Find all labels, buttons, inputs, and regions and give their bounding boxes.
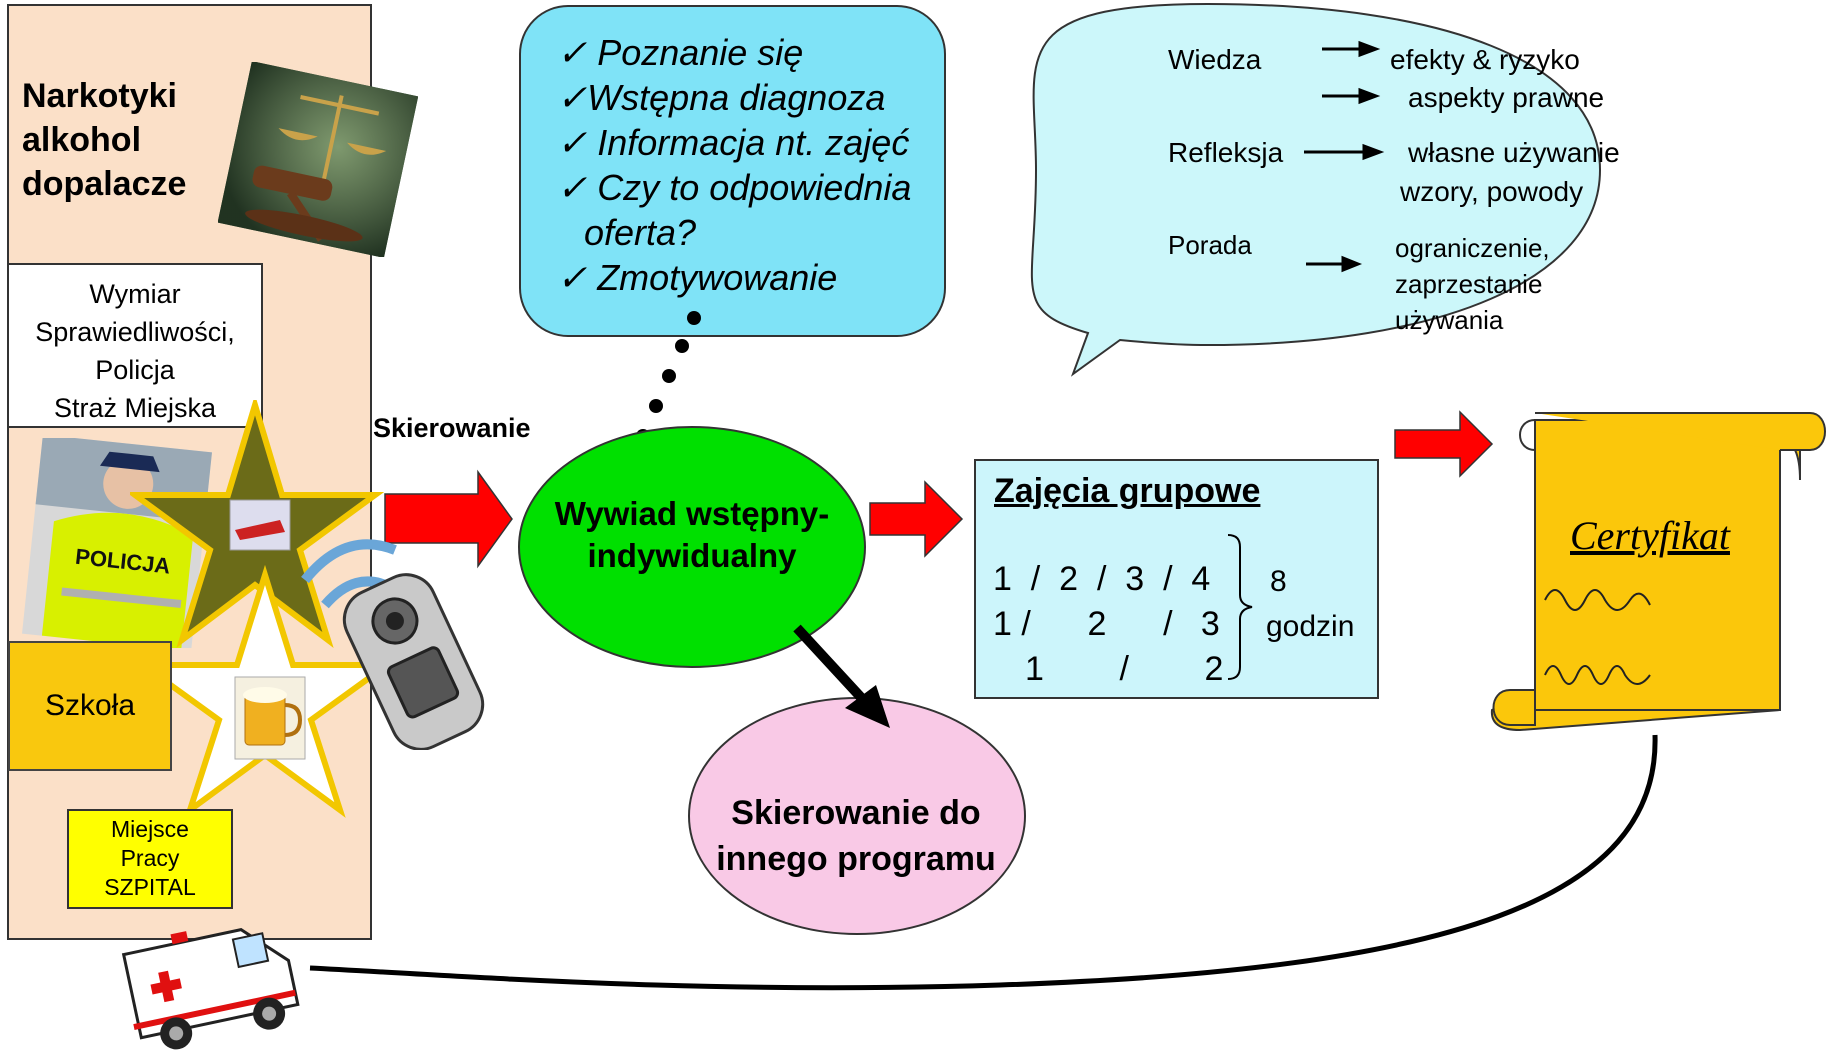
hours-unit: godzin (1266, 610, 1355, 643)
list-item: ✓Wstępna diagnoza (557, 77, 886, 118)
school-box: Szkoła (8, 641, 172, 771)
down-arrow-head (845, 685, 890, 728)
refleksja-label: Refleksja (1168, 137, 1284, 168)
red-arrow-3 (1394, 410, 1494, 478)
brace (1227, 534, 1253, 680)
interview-node: Wywiad wstępny- indywidualny (554, 495, 830, 574)
certificate-title: Certyfikat (1570, 513, 1730, 558)
stars-image (130, 400, 390, 818)
wiedza-value-2: aspekty prawne (1408, 82, 1605, 113)
wiedza-label: Wiedza (1168, 44, 1262, 75)
list-item: oferta? (584, 212, 697, 253)
wiedza-value-1: efekty & ryzyko (1390, 44, 1580, 75)
thought-dot (662, 369, 676, 383)
ambulance-image (121, 928, 300, 1050)
thought-bubble-list: ✓ Poznanie się ✓Wstępna diagnoza ✓ Infor… (557, 30, 957, 300)
group-classes-title: Zajęcia grupowe (994, 472, 1261, 510)
group-row: 1 / 2 / 3 / 4 (993, 560, 1211, 598)
list-item: ✓ Czy to odpowiednia (557, 167, 912, 208)
thought-dot (675, 339, 689, 353)
workplace-box: Miejsce Pracy SZPITAL (67, 809, 233, 909)
red-arrow-2 (869, 480, 964, 558)
institutions-box: Wymiar Sprawiedliwości, Policja Straż Mi… (7, 263, 263, 428)
list-item: ✓ Poznanie się (557, 32, 804, 73)
hours-value: 8 (1270, 565, 1287, 598)
refleksja-value-2: wzory, powody (1400, 176, 1584, 207)
group-row: 1 / 2 (1025, 650, 1224, 688)
interview-ellipse (518, 426, 866, 668)
refleksja-value-1: własne używanie (1408, 137, 1620, 168)
return-curve (309, 734, 1658, 991)
list-item: ✓ Zmotywowanie (557, 257, 838, 298)
thought-bubble-shape (519, 5, 946, 337)
police-officer-image: POLICJA (22, 438, 212, 648)
group-classes-box (974, 459, 1379, 699)
speech-bubble-shape (1030, 2, 1602, 377)
thought-dot (649, 399, 663, 413)
red-arrow-1 (384, 469, 513, 569)
porada-values: ograniczenie, zaprzestanie używania (1395, 233, 1550, 335)
mobile-phone-image (301, 539, 485, 750)
porada-label: Porada (1168, 230, 1252, 260)
list-item: ✓ Informacja nt. zajęć (557, 122, 910, 163)
group-row: 1 / 2 / 3 (993, 605, 1220, 643)
thought-dot (687, 311, 701, 325)
other-program-node: Skierowanie do innego programu (716, 794, 996, 878)
referral-label: Skierowanie (373, 413, 531, 443)
gavel-scales-image (218, 62, 418, 257)
substances-title: Narkotyki alkohol dopalacze (22, 77, 187, 203)
